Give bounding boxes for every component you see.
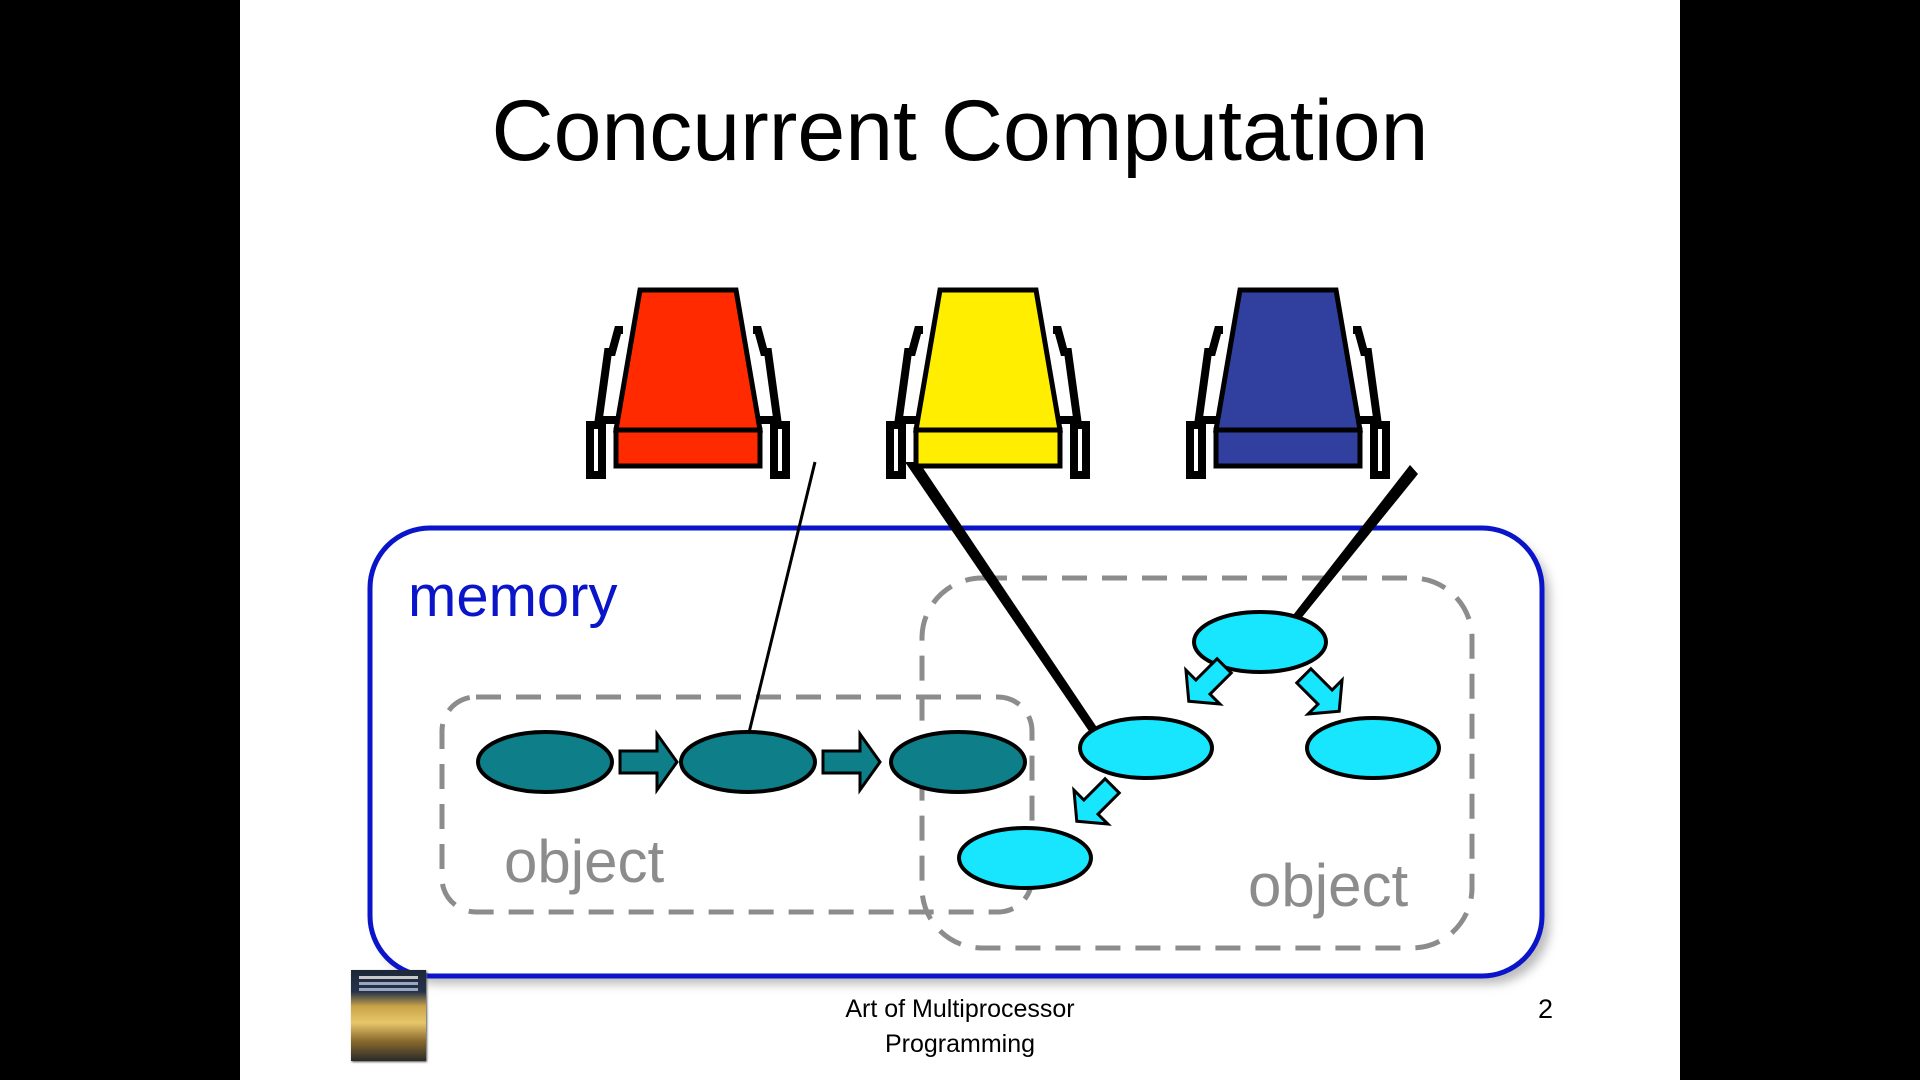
tree-node-leaf: [957, 826, 1093, 890]
page-number: 2: [1538, 994, 1554, 1024]
slide: Concurrent Computation memory object obj…: [240, 0, 1680, 1080]
yellow-thread-line: [905, 462, 1102, 740]
tree-node-root: [1192, 610, 1328, 674]
list-node-3: [889, 730, 1027, 794]
processor-blue-icon: [1186, 287, 1390, 479]
object-box-left: [439, 694, 1035, 915]
object-label-left: object: [504, 828, 665, 895]
processor-yellow-icon: [886, 287, 1090, 479]
list-node-2: [679, 730, 817, 794]
concurrency-diagram: [367, 287, 1550, 984]
memory-label: memory: [408, 564, 618, 629]
tree-arrow-root-right: [1294, 666, 1344, 716]
list-arrow-1: [618, 729, 679, 795]
tree-node-right: [1305, 716, 1441, 780]
footer-line-1: Art of Multiprocessor: [845, 995, 1075, 1023]
tree-node-left: [1078, 716, 1214, 780]
footer-title: Art of Multiprocessor Programming: [760, 992, 1160, 1062]
tree-arrow-root-left: [1184, 656, 1234, 706]
slide-title: Concurrent Computation: [491, 83, 1429, 179]
processor-red-icon: [586, 287, 790, 479]
footer-line-2: Programming: [884, 1030, 1036, 1058]
list-node-1: [476, 730, 614, 794]
book-cover-icon: [351, 970, 426, 1061]
red-thread-line: [744, 461, 817, 746]
object-label-right: object: [1248, 852, 1409, 919]
tree-arrow-left-leaf: [1072, 776, 1122, 826]
list-arrow-2: [821, 729, 882, 795]
blue-thread-line: [1276, 465, 1418, 642]
object-box-right: [919, 575, 1475, 951]
